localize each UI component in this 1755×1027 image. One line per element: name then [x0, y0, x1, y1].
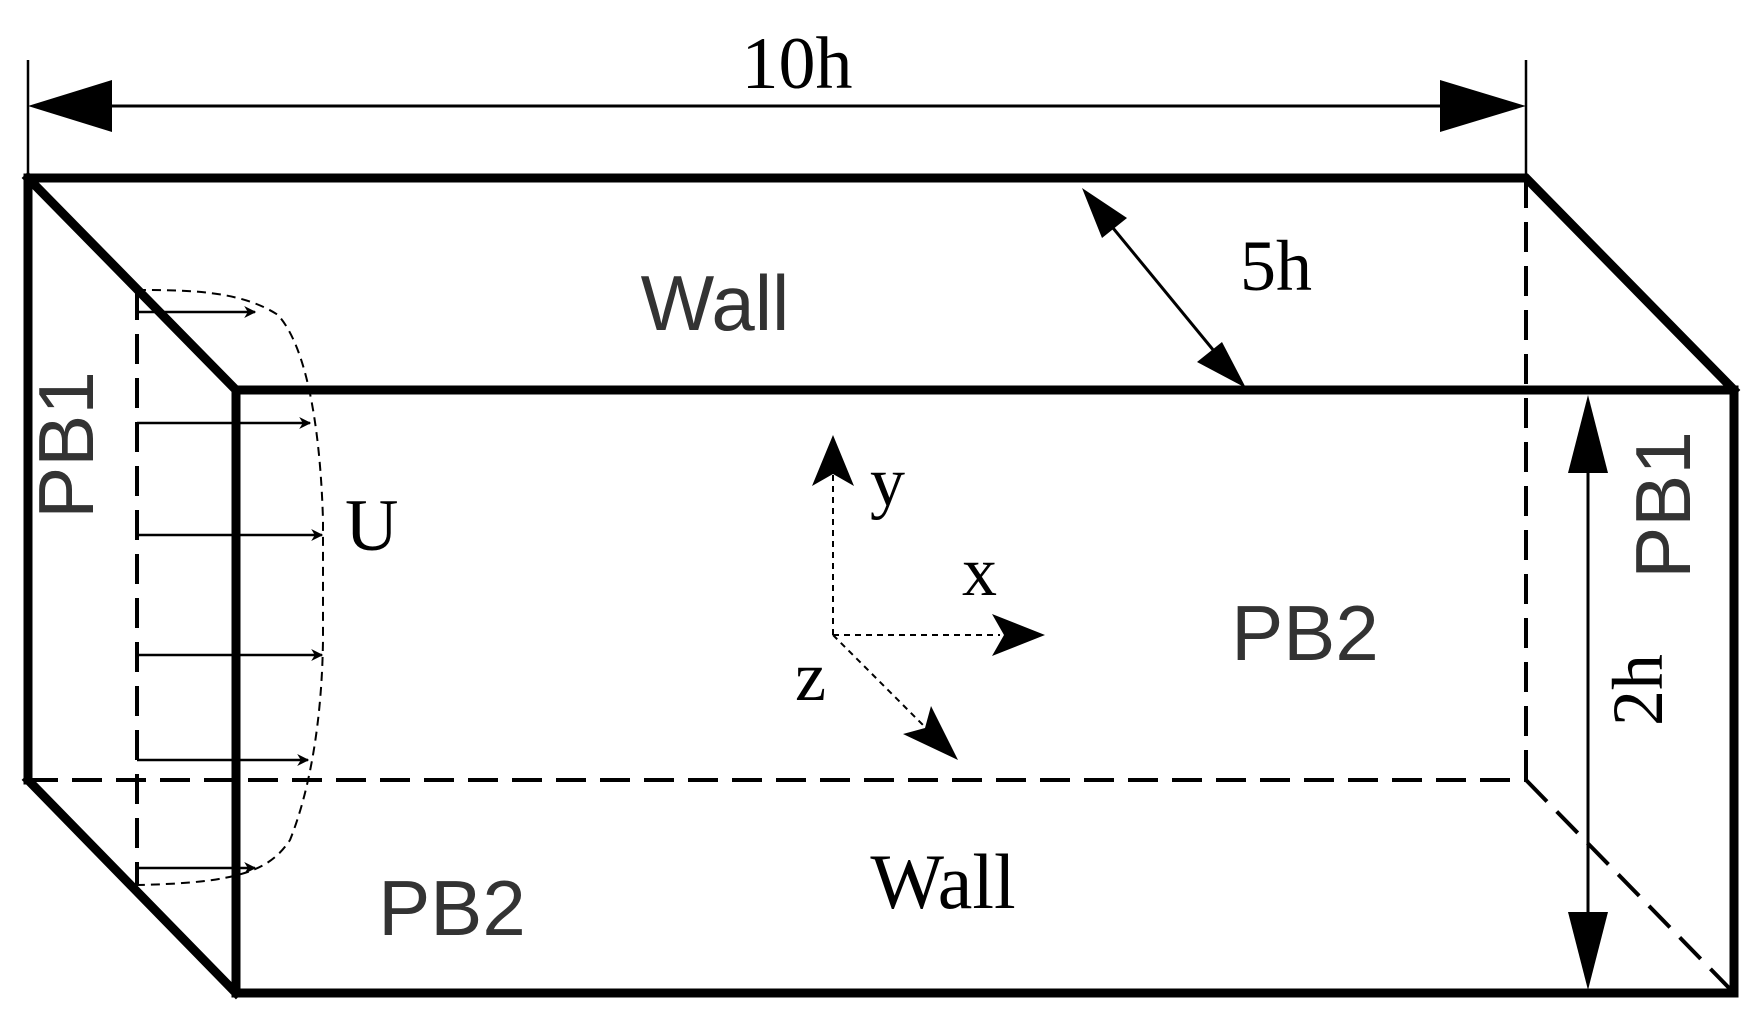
bottom-left-depth-edge [21, 773, 243, 1000]
label-axis-x: x [962, 534, 997, 611]
label-10h: 10h [742, 23, 853, 105]
box-edges [21, 171, 1741, 1000]
arrowhead-2h-top-icon [1568, 395, 1608, 473]
velocity-profile: U [136, 289, 398, 886]
label-pb1-left: PB1 [22, 371, 110, 518]
label-2h: 2h [1598, 654, 1678, 726]
front-face [231, 385, 1739, 998]
hidden-edge-bottom-right-depth [1524, 778, 1736, 995]
arrowhead-2h-bottom-icon [1568, 912, 1608, 990]
top-back-edge [23, 173, 1741, 397]
label-pb2-bottom: PB2 [378, 864, 525, 952]
top-left-depth-edge [21, 171, 243, 397]
label-axis-y: y [870, 444, 905, 521]
dimension-5h: 5h [1082, 188, 1312, 388]
label-axis-z: z [795, 639, 826, 716]
velocity-profile-curve [136, 289, 324, 886]
label-5h: 5h [1240, 226, 1312, 306]
label-wall-bottom: Wall [870, 838, 1015, 925]
arrowhead-left-icon [28, 80, 112, 132]
label-pb2-front: PB2 [1231, 589, 1378, 677]
label-pb1-right: PB1 [1619, 431, 1707, 578]
hidden-edges [28, 178, 1736, 995]
axis-y-arrow-icon [812, 435, 854, 486]
arrowhead-5h-bottom-icon [1197, 342, 1246, 388]
arrowhead-right-icon [1440, 80, 1526, 132]
axis-z-arrow-icon [903, 706, 958, 760]
axis-z-line [832, 634, 931, 733]
axis-x-arrow-icon [992, 614, 1045, 656]
arrowhead-5h-top-icon [1082, 188, 1127, 238]
dimension-10h: 10h [26, 23, 1528, 175]
dimension-2h: 2h [1568, 395, 1678, 990]
coordinate-axes: y x z [795, 435, 1045, 760]
boundary-labels: Wall Wall PB2 PB2 PB1 PB1 [22, 259, 1707, 952]
label-velocity-u: U [345, 485, 398, 567]
label-wall-top: Wall [641, 259, 790, 347]
